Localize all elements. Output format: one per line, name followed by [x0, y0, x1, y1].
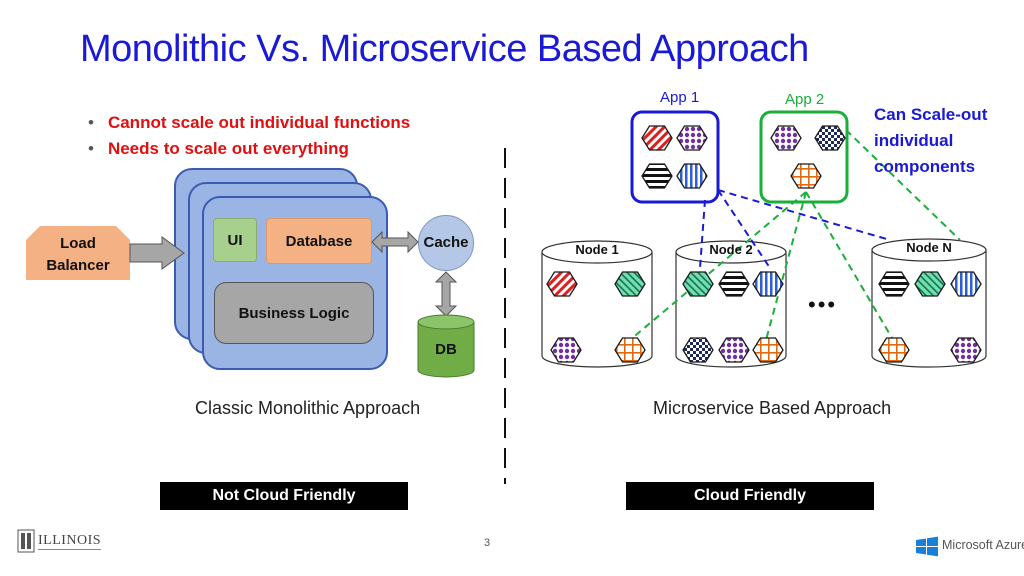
illinois-logo: [17, 529, 35, 553]
cache-to-db-arrow: [434, 271, 458, 317]
hex-orange: [614, 337, 646, 363]
scale-out-note: Can Scale-out individual components: [874, 105, 988, 176]
slide-title: Monolithic Vs. Microservice Based Approa…: [80, 28, 809, 70]
not-cloud-friendly-label: Not Cloud Friendly: [212, 487, 356, 504]
app1-connectors: [699, 189, 891, 269]
hexagons: [546, 125, 982, 363]
app2-label: App 2: [785, 91, 825, 108]
section-divider: [504, 148, 506, 484]
hex-blue: [752, 271, 784, 297]
load-balancer-label: Load Balancer: [46, 235, 110, 274]
app2-connectors: [629, 129, 961, 341]
hex-blue: [950, 271, 982, 297]
db-label: DB: [435, 341, 457, 358]
hex-navy: [814, 125, 846, 151]
app1-box: [630, 110, 720, 204]
not-cloud-friendly-band: Not Cloud Friendly: [160, 482, 408, 510]
bullet-item: Cannot scale out individual functions: [88, 110, 410, 136]
database-label: Database: [285, 233, 353, 250]
node-1-label: Node 1: [575, 242, 619, 257]
hex-blue: [676, 163, 708, 189]
hex-black: [641, 163, 673, 189]
cache-label: Cache: [423, 234, 469, 251]
load-balancer: Load Balancer: [26, 226, 130, 280]
ui-component: UI: [213, 218, 257, 262]
hex-green: [914, 271, 946, 297]
lb-to-monolith-arrow: [129, 236, 185, 270]
cloud-friendly-band: Cloud Friendly: [626, 482, 874, 510]
database-to-cache-arrow: [371, 230, 419, 254]
illinois-logo-text: ILLINOIS: [38, 533, 102, 550]
hex-purple-dots: [950, 337, 982, 363]
hex-orange: [878, 337, 910, 363]
hex-black: [878, 271, 910, 297]
page-number: 3: [484, 537, 491, 549]
node-2-label: Node 2: [709, 242, 753, 257]
hex-red: [546, 271, 578, 297]
hex-green: [682, 271, 714, 297]
cache-component: Cache: [418, 215, 474, 271]
hex-orange: [752, 337, 784, 363]
hex-purple-dots: [718, 337, 750, 363]
monolith-bullets: Cannot scale out individual functions Ne…: [88, 110, 410, 162]
monolithic-caption: Classic Monolithic Approach: [195, 398, 421, 418]
ui-label: UI: [227, 232, 243, 249]
app1-label: App 1: [660, 89, 700, 106]
hex-purple-dots: [770, 125, 802, 151]
hex-red: [641, 125, 673, 151]
database-component: Database: [266, 218, 372, 264]
bullet-item: Needs to scale out everything: [88, 136, 410, 162]
hex-purple-dots: [676, 125, 708, 151]
hex-orange: [790, 163, 822, 189]
business-logic-label: Business Logic: [238, 305, 350, 322]
more-nodes-ellipsis: •••: [808, 292, 838, 317]
node-n-label: Node N: [906, 240, 952, 255]
cloud-friendly-label: Cloud Friendly: [694, 487, 806, 504]
microsoft-logo-icon: [916, 536, 938, 557]
azure-logo-text: Microsoft Azure: [942, 538, 1024, 552]
db-cylinder: [417, 314, 475, 378]
hex-green: [614, 271, 646, 297]
business-logic-component: Business Logic: [214, 282, 374, 344]
hex-purple-dots: [550, 337, 582, 363]
hex-black: [718, 271, 750, 297]
microservice-caption: Microservice Based Approach: [653, 398, 892, 418]
hex-navy: [682, 337, 714, 363]
